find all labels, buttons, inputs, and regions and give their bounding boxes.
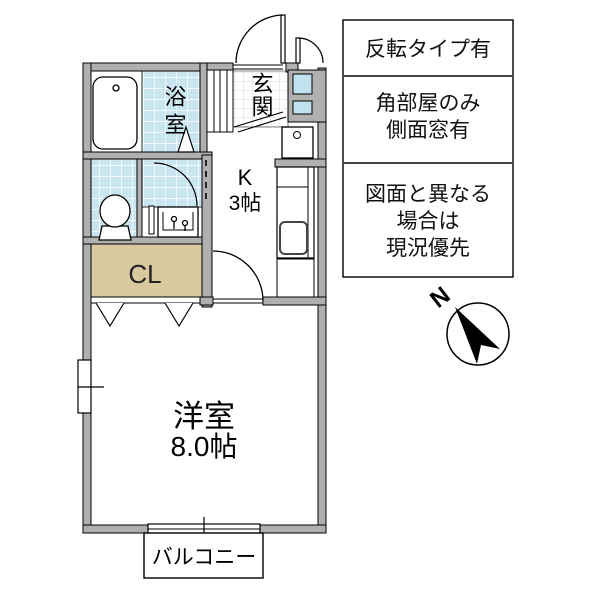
- toilet-tank: [98, 225, 132, 241]
- note-corner-room-line1: 角部屋のみ: [375, 92, 481, 115]
- fridge-space: [276, 258, 315, 298]
- western-room-size-label: 8.0帖: [170, 431, 238, 462]
- western-room-label: 洋室: [173, 399, 235, 434]
- kitchen-sink: [279, 221, 308, 255]
- bathroom-label: 浴室: [161, 85, 187, 141]
- washroom-door-swing: [153, 162, 198, 207]
- side-window-2: [292, 100, 313, 115]
- note-disclaimer-line1: 図面と異なる: [365, 183, 491, 206]
- wall-bath-entrance: [199, 62, 208, 160]
- bathroom-floor: [141, 70, 201, 153]
- closet-label: CL: [128, 259, 162, 289]
- closet-threshold: [90, 296, 201, 304]
- entrance-step-line-1: [233, 111, 284, 128]
- notes-panel: [342, 19, 514, 278]
- washroom-floor: [141, 158, 206, 208]
- compass: [446, 302, 510, 366]
- washbasin: [157, 206, 199, 238]
- balcony-outline: [143, 532, 264, 579]
- wall-toilet-divider: [136, 158, 143, 238]
- wall-kitchen-divider: [201, 154, 213, 308]
- wall-kitchen-bottom-left: [199, 296, 214, 306]
- side-door-swing: [297, 37, 324, 64]
- bathtub: [92, 76, 138, 150]
- side-door-leaf: [295, 37, 301, 64]
- washer-pan-drain: [293, 131, 301, 139]
- wall-kitchen-bottom-right: [262, 296, 327, 306]
- washbasin-faucet-2: [181, 219, 189, 227]
- kitchen-door-swing: [212, 250, 264, 302]
- doors: [95, 14, 324, 328]
- compass-needle: [455, 307, 500, 364]
- note-corner-room-line2: 側面窓有: [386, 119, 470, 142]
- closet-door-symbol-1: [95, 302, 125, 328]
- kitchen-label: K: [237, 165, 253, 190]
- bathtub-drain: [112, 84, 120, 92]
- fixtures: [92, 69, 315, 298]
- wall-left: [82, 62, 92, 534]
- side-window-1: [292, 73, 313, 95]
- bathroom-door-symbol: [177, 125, 195, 153]
- wall-bath-bottom: [82, 151, 213, 160]
- entrance-door-swing: [235, 14, 284, 64]
- washbasin-bowl: [162, 212, 194, 231]
- note-reverse-type: 反転タイプ有: [365, 38, 491, 61]
- entrance-label: 玄関: [248, 72, 274, 118]
- wall-pan-counter-bar: [274, 158, 327, 168]
- notes-panel-box: [342, 19, 514, 278]
- entrance-door-leaf: [280, 14, 286, 64]
- closet-door-symbol-2: [164, 302, 194, 328]
- entrance-step-line-2: [237, 116, 287, 133]
- kitchen-size-label: 3帖: [228, 192, 262, 215]
- note-disclaimer-line2: 場合は: [396, 210, 460, 233]
- note-disclaimer-line3: 現況優先: [386, 237, 470, 260]
- washroom-door-leaf: [148, 205, 155, 235]
- entrance-floor: [231, 70, 289, 128]
- washbasin-faucet-1: [170, 215, 178, 223]
- toilet-bowl: [99, 194, 131, 228]
- balcony-label: バルコニー: [151, 546, 257, 569]
